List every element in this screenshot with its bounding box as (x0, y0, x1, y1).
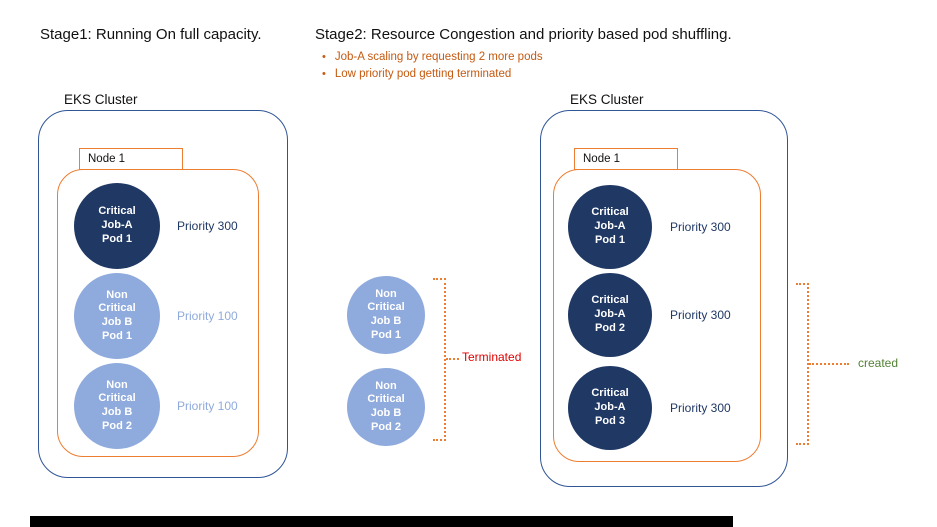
stage2-title: Stage2: Resource Congestion and priority… (315, 26, 732, 43)
bullet-icon: • (322, 51, 326, 63)
stage1-cluster-label: EKS Cluster (64, 92, 138, 107)
stage1-node-label: Node 1 (88, 153, 126, 165)
stage1-pod-critical-job-a-1: Critical Job-A Pod 1 (74, 183, 160, 269)
stage2-pod-critical-job-a-3: Critical Job-A Pod 3 (568, 366, 652, 450)
pod-label: Non Critical Job B Pod 2 (98, 378, 136, 432)
terminated-pod-job-b-1: Non Critical Job B Pod 1 (347, 276, 425, 354)
stage2-priority-3: Priority 300 (670, 401, 731, 415)
stage2-priority-2: Priority 300 (670, 308, 731, 322)
stage2-node-label: Node 1 (583, 153, 621, 165)
bullet-text: Low priority pod getting terminated (334, 68, 512, 80)
pod-label: Critical Job-A Pod 2 (591, 294, 629, 334)
bullet-text: Job-A scaling by requesting 2 more pods (334, 51, 543, 63)
created-annotation: created (858, 356, 899, 370)
pod-label: Critical Job-A Pod 1 (98, 205, 136, 245)
stage2-priority-1: Priority 300 (670, 220, 731, 234)
created-bracket-tick (809, 363, 849, 365)
bottom-bar (30, 516, 733, 527)
stage1-node-box: Node 1 (79, 148, 183, 170)
terminated-pod-job-b-2: Non Critical Job B Pod 2 (347, 368, 425, 446)
stage1-priority-1: Priority 300 (177, 219, 238, 233)
stage2-pod-critical-job-a-2: Critical Job-A Pod 2 (568, 273, 652, 357)
stage1-title: Stage1: Running On full capacity. (40, 26, 262, 43)
pod-label: Critical Job-A Pod 3 (591, 387, 629, 427)
stage2-cluster-label: EKS Cluster (570, 92, 644, 107)
stage2-bullet-2: • Low priority pod getting terminated (322, 68, 511, 80)
pod-label: Non Critical Job B Pod 2 (367, 379, 405, 433)
created-bracket (796, 283, 809, 445)
bullet-icon: • (322, 68, 326, 80)
terminated-bracket-tick (446, 358, 459, 360)
stage2-bullet-1: • Job-A scaling by requesting 2 more pod… (322, 51, 543, 63)
pod-label: Non Critical Job B Pod 1 (98, 288, 136, 342)
stage1-pod-noncritical-job-b-2: Non Critical Job B Pod 2 (74, 363, 160, 449)
pod-label: Non Critical Job B Pod 1 (367, 287, 405, 341)
stage2-node-box: Node 1 (574, 148, 678, 170)
stage2-pod-critical-job-a-1: Critical Job-A Pod 1 (568, 185, 652, 269)
terminated-annotation: Terminated (462, 350, 522, 364)
stage1-priority-3: Priority 100 (177, 399, 238, 413)
pod-label: Critical Job-A Pod 1 (591, 206, 629, 246)
terminated-bracket (433, 278, 446, 441)
stage1-priority-2: Priority 100 (177, 309, 238, 323)
stage1-pod-noncritical-job-b-1: Non Critical Job B Pod 1 (74, 273, 160, 359)
